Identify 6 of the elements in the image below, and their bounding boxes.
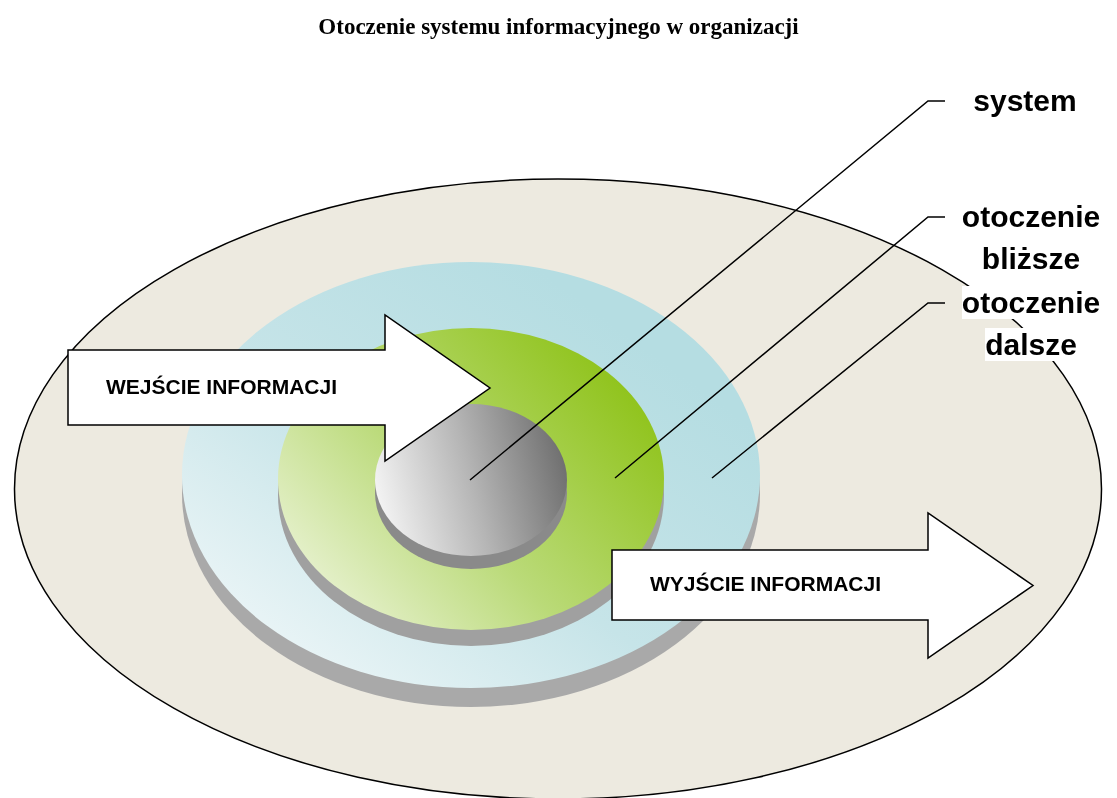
diagram-title: Otoczenie systemu informacyjnego w organizacji (317, 14, 800, 40)
leader-line (469, 100, 946, 481)
arrow-label: WEJŚCIE INFORMACJI (106, 374, 338, 399)
leader-line (614, 216, 946, 479)
leader-line (711, 302, 946, 479)
arrow-label: WYJŚCIE INFORMACJI (650, 572, 882, 596)
